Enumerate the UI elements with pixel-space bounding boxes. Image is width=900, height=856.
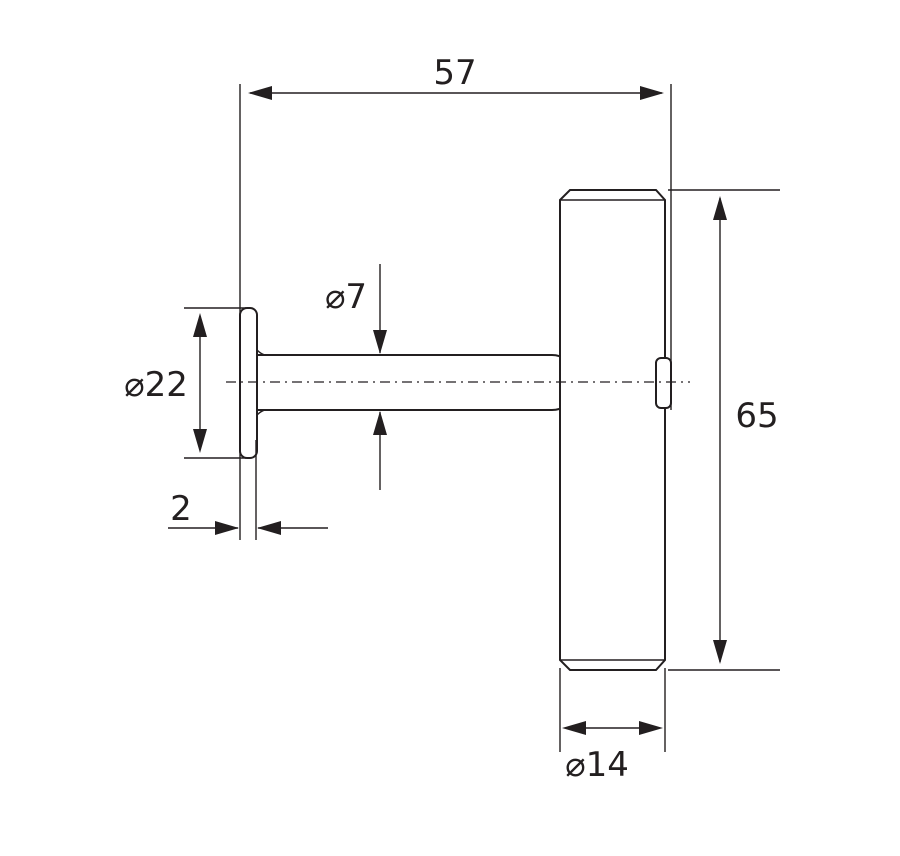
rod-fillet [256,349,267,416]
arrowhead-thickness-right [257,521,281,535]
dimension-overall-length: 57 [239,53,672,540]
dimension-label-65: 65 [735,396,778,436]
arrowhead-rod-top [373,330,387,354]
arrowhead-bar-left [562,721,586,735]
arrowhead-rod-bottom [373,411,387,435]
arrowhead-right [640,86,664,100]
part-outline [226,189,690,671]
base-disc [239,307,258,459]
dimension-label-2: 2 [170,489,192,529]
arrowhead-thickness-left [215,521,239,535]
arrowhead-base-top [193,313,207,337]
arrowhead-bar-right [639,721,663,735]
arrowhead-top [713,196,727,220]
arrowhead-left [248,86,272,100]
dimension-label-57: 57 [433,53,476,93]
dimension-label-d14: ⌀14 [565,745,629,785]
arrowhead-base-bottom [193,429,207,453]
hand-bar [559,189,666,671]
dimension-label-d7: ⌀7 [325,277,367,317]
dimension-height: 65 [668,189,780,671]
dimension-rod-diameter: ⌀7 [325,264,387,490]
dimension-label-d22: ⌀22 [124,365,188,405]
bar-end-cap [655,357,672,409]
arrowhead-bottom [713,640,727,664]
dimension-base-diameter: ⌀22 [124,307,246,459]
dimension-bar-diameter: ⌀14 [559,668,666,785]
dimension-base-thickness: 2 [168,440,328,540]
